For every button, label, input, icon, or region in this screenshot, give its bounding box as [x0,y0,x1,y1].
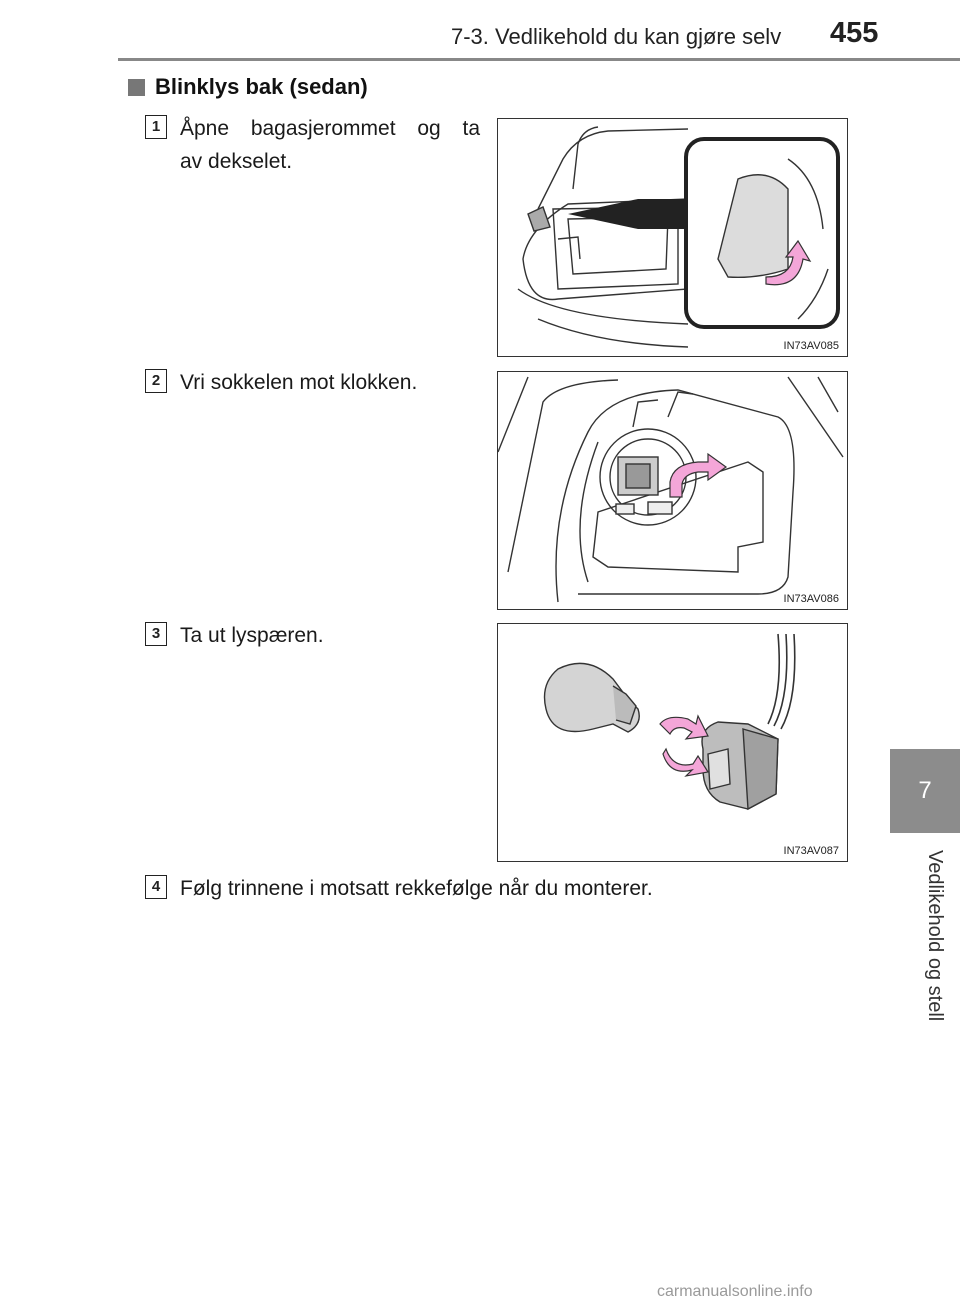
header-divider [118,58,960,61]
figure-code: IN73AV085 [781,340,841,352]
step-2-text: Vri sokkelen mot klokken. [180,371,418,394]
step-1-word: og [417,117,441,140]
step-1-word: Åpne [180,117,230,140]
figure-trunk-cover: IN73AV085 [497,118,848,357]
square-bullet-icon [128,78,145,96]
figure-bulb-removal: IN73AV087 [497,623,848,862]
step-1-word: bagasjerommet [250,117,396,140]
figure-socket-turn: IN73AV086 [497,371,848,610]
step-number-4: 4 [145,875,167,899]
step-1-word: ta [462,117,480,140]
trunk-cover-illustration [517,126,840,348]
bulb-removal-illustration [543,633,796,811]
step-4-text: Følg trinnene i motsatt rekkefølge når d… [180,877,653,900]
step-number-2: 2 [145,369,167,393]
figure-code: IN73AV086 [781,593,841,605]
step-1-line-2: av dekselet. [180,150,293,173]
step-3-text: Ta ut lyspæren. [180,624,324,647]
step-number-3: 3 [145,622,167,646]
section-heading: Blinklys bak (sedan) [128,74,368,100]
chapter-tab[interactable]: 7 [890,749,960,833]
running-header: 7-3. Vedlikehold du kan gjøre selv [451,24,782,49]
page-number: 455 [830,17,879,49]
section-heading-text: Blinklys bak (sedan) [155,74,368,99]
chapter-title: Vedlikehold og stell [924,850,946,1022]
socket-turn-illustration [498,376,844,603]
step-number-1: 1 [145,115,167,139]
watermark-logo: carmanualsonline.info [657,1283,813,1300]
figure-code: IN73AV087 [781,845,841,857]
